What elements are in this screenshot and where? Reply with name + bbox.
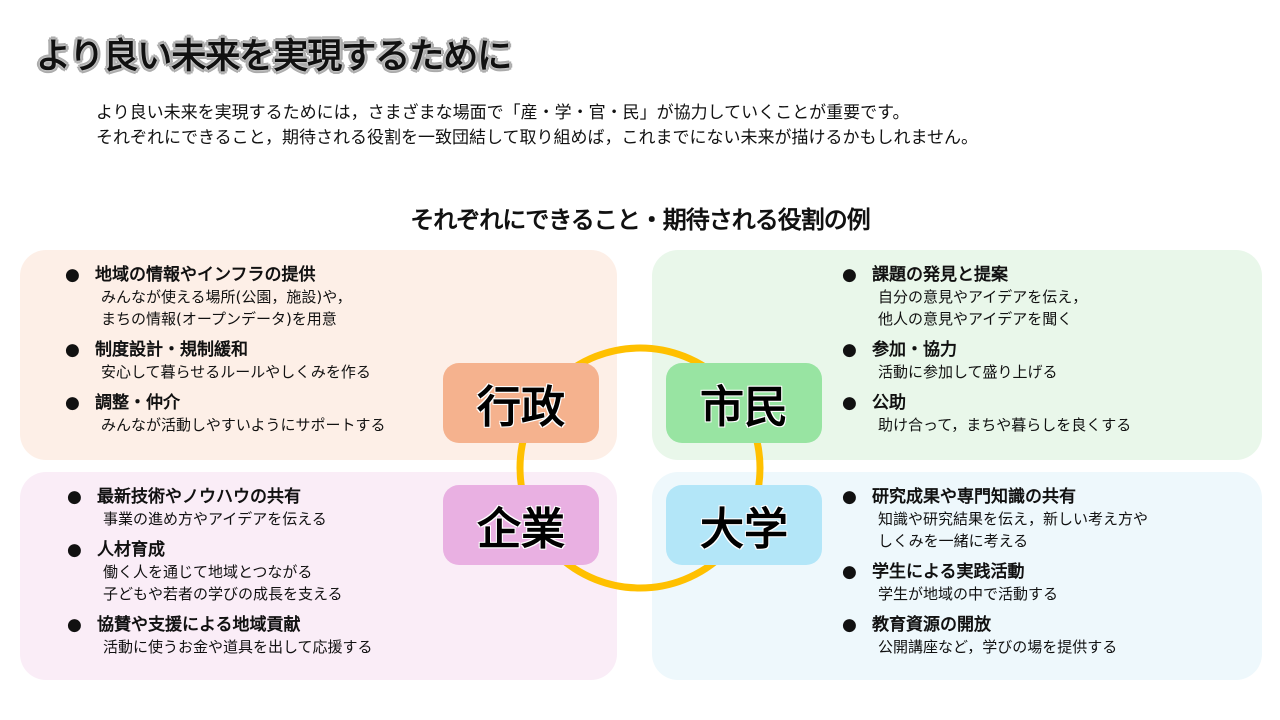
bullet-icon: ● (65, 340, 80, 360)
bullet-icon: ● (842, 265, 857, 285)
ring-circle (516, 344, 764, 592)
badge-business: 企業 (443, 485, 599, 565)
item-heading-text: 最新技術やノウハウの共有 (97, 487, 301, 507)
badge-university: 大学 (666, 485, 822, 565)
item-description: 安心して暮らせるルールやしくみを作る (101, 363, 371, 381)
item-heading: ● 参加・協力 (842, 339, 1131, 361)
list-item: ● 地域の情報やインフラの提供みんなが使える場所(公園，施設)や， まちの情報(オ… (65, 264, 386, 330)
list-citizen: ● 課題の発見と提案自分の意見やアイデアを伝え， 他人の意見やアイデアを聞く ● 参加… (842, 264, 1131, 445)
intro-line: より良い未来を実現するためには，さまざまな場面で「産・学・官・民」が協力していく… (96, 103, 910, 123)
item-heading-text: 公助 (872, 393, 906, 413)
item-description: 助け合って，まちや暮らしを良くする (878, 416, 1132, 434)
bullet-icon: ● (67, 540, 82, 560)
intro-line: それぞれにできること，期待される役割を一致団結して取り組めば，これまでにない未来… (96, 128, 978, 148)
item-heading: ● 協賛や支援による地域貢献 (67, 614, 373, 636)
item-description: 働く人を通じて地域とつながる 子どもや若者の学びの成長を支える (103, 563, 343, 603)
item-description: 事業の進め方やアイデアを伝える (103, 510, 327, 528)
list-item: ● 学生による実践活動学生が地域の中で活動する (842, 561, 1148, 605)
bullet-icon: ● (67, 615, 82, 635)
list-item: ● 制度設計・規制緩和安心して暮らせるルールやしくみを作る (65, 339, 386, 383)
item-heading-text: 人材育成 (97, 540, 165, 560)
cooperation-ring (516, 344, 764, 592)
item-heading-text: 制度設計・規制緩和 (95, 340, 248, 360)
item-heading-text: 学生による実践活動 (872, 562, 1025, 582)
item-heading-text: 教育資源の開放 (872, 615, 991, 635)
list-item: ● 協賛や支援による地域貢献活動に使うお金や道具を出して応援する (67, 614, 373, 658)
item-description: 自分の意見やアイデアを伝え， 他人の意見やアイデアを聞く (878, 288, 1088, 328)
section-subtitle: それぞれにできること・期待される役割の例 (410, 206, 871, 234)
item-heading: ● 最新技術やノウハウの共有 (67, 486, 373, 508)
list-item: ● 調整・仲介みんなが活動しやすいようにサポートする (65, 392, 386, 436)
page-title: より良い未来を実現するために (36, 37, 512, 77)
bullet-icon: ● (67, 487, 82, 507)
item-description: 知識や研究結果を伝え，新しい考え方や しくみを一緒に考える (878, 510, 1149, 550)
item-heading-text: 課題の発見と提案 (872, 265, 1008, 285)
item-heading: ● 調整・仲介 (65, 392, 386, 414)
item-heading: ● 学生による実践活動 (842, 561, 1148, 583)
item-heading: ● 課題の発見と提案 (842, 264, 1131, 286)
item-heading-text: 研究成果や専門知識の共有 (872, 487, 1076, 507)
list-government: ● 地域の情報やインフラの提供みんなが使える場所(公園，施設)や， まちの情報(オ… (65, 264, 386, 445)
item-heading-text: 調整・仲介 (95, 393, 180, 413)
list-business: ● 最新技術やノウハウの共有事業の進め方やアイデアを伝える ● 人材育成働く人を通じて… (67, 486, 373, 667)
bullet-icon: ● (842, 562, 857, 582)
badge-government: 行政 (443, 363, 599, 443)
list-item: ● 人材育成働く人を通じて地域とつながる 子どもや若者の学びの成長を支える (67, 539, 373, 605)
item-heading: ● 研究成果や専門知識の共有 (842, 486, 1148, 508)
item-heading: ● 人材育成 (67, 539, 373, 561)
bullet-icon: ● (65, 393, 80, 413)
bullet-icon: ● (842, 340, 857, 360)
bullet-icon: ● (842, 487, 857, 507)
list-item: ● 参加・協力活動に参加して盛り上げる (842, 339, 1131, 383)
list-item: ● 最新技術やノウハウの共有事業の進め方やアイデアを伝える (67, 486, 373, 530)
list-item: ● 研究成果や専門知識の共有知識や研究結果を伝え，新しい考え方や しくみを一緒に考… (842, 486, 1148, 552)
item-heading-text: 協賛や支援による地域貢献 (97, 615, 301, 635)
item-description: 学生が地域の中で活動する (878, 585, 1059, 603)
item-heading-text: 地域の情報やインフラの提供 (95, 265, 316, 285)
item-description: みんなが使える場所(公園，施設)や， まちの情報(オープンデータ)を用意 (101, 288, 352, 328)
item-heading: ● 地域の情報やインフラの提供 (65, 264, 386, 286)
item-heading: ● 教育資源の開放 (842, 614, 1148, 636)
item-heading-text: 参加・協力 (872, 340, 957, 360)
badge-citizen: 市民 (666, 363, 822, 443)
bullet-icon: ● (842, 615, 857, 635)
item-heading: ● 公助 (842, 392, 1131, 414)
intro-text: より良い未来を実現するためには，さまざまな場面で「産・学・官・民」が協力していく… (96, 101, 978, 151)
list-item: ● 教育資源の開放公開講座など，学びの場を提供する (842, 614, 1148, 658)
item-description: 活動に使うお金や道具を出して応援する (103, 638, 373, 656)
item-description: 公開講座など，学びの場を提供する (878, 638, 1118, 656)
list-university: ● 研究成果や専門知識の共有知識や研究結果を伝え，新しい考え方や しくみを一緒に考… (842, 486, 1148, 667)
item-heading: ● 制度設計・規制緩和 (65, 339, 386, 361)
item-description: 活動に参加して盛り上げる (878, 363, 1058, 381)
item-description: みんなが活動しやすいようにサポートする (101, 416, 386, 434)
bullet-icon: ● (65, 265, 80, 285)
list-item: ● 課題の発見と提案自分の意見やアイデアを伝え， 他人の意見やアイデアを聞く (842, 264, 1131, 330)
bullet-icon: ● (842, 393, 857, 413)
list-item: ● 公助助け合って，まちや暮らしを良くする (842, 392, 1131, 436)
